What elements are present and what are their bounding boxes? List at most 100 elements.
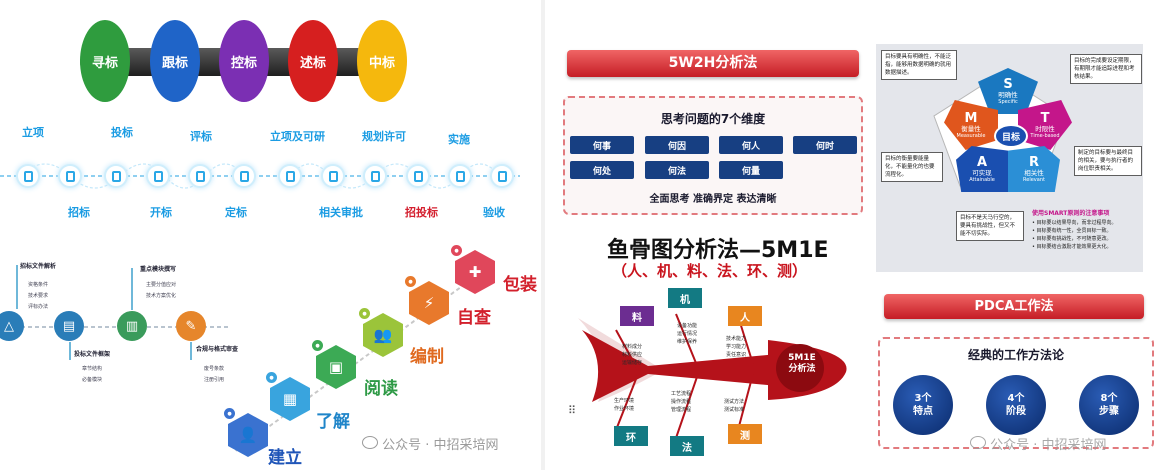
step-item: 评标办法 [28,304,49,310]
smart-segment-m: M 衡量性 Measurable [944,100,998,150]
smart-note-m: 目标的衡量要能量化，不能量化的也要流程化。 [881,152,943,182]
fishbone-cause-label: 测 [728,424,762,444]
document-icon: ▤ [54,311,84,341]
fishbone-head-line: 5M1E [788,353,816,363]
chart-icon: ▥ [117,311,147,341]
segment-en: Time-based [1030,132,1060,139]
w5h2-item: 何量 [719,161,783,179]
w5h2-item: 何人 [719,136,783,154]
w5h2-item: 何处 [570,161,634,179]
w5h2-item: 何因 [645,136,709,154]
segment-cn: 明确性 [998,90,1018,99]
fishbone-head-line: 分析法 [788,364,816,374]
document-icon [328,170,338,182]
mail-icon [370,170,380,182]
bid-doc-line [0,326,230,328]
watermark-left: 公众号 · 中招采培网 [362,434,499,453]
segment-cn: 衡量性 [961,124,981,133]
timeline-line [0,175,520,177]
stair-label: 编制 [410,347,444,367]
step-item: 资格条件 [28,282,49,288]
w5h2-item: 何法 [645,161,709,179]
fishbone-cause-label: 机 [668,288,702,308]
smart-segment-r: R 相关性 Relevant [1008,146,1060,192]
fishbone-note: 运行情况 [677,331,698,337]
segment-letter: R [1028,154,1039,170]
fishbone-note: 运输储存 [622,360,643,366]
oval-bid-follow: 跟标 [150,20,200,102]
stair-label: 自查 [457,308,491,328]
fishbone-diagram [578,313,847,439]
pdca-circle-word: 特点 [913,406,933,417]
smart-tip-text: 目标要有挑战性，不可随意更改。 [1036,236,1112,242]
watermark-text: 公众号 · 中招采培网 [382,438,499,453]
timeline-bottom-label: 定标 [225,206,247,219]
smart-tip-text: 目标要有统一性，全员目标一致。 [1036,228,1112,234]
fishbone-head-label: 5M1E 分析法 [785,353,819,375]
document-icon [23,170,33,182]
segment-en: Specific [998,98,1018,105]
timeline-top-label: 规划许可 [362,130,406,143]
oval-label: 跟标 [161,55,188,71]
drag-handle-icon[interactable]: ⠿ [568,404,577,417]
fishbone-note: 设备功能 [677,323,698,329]
w5h2-item: 何事 [570,136,634,154]
timeline-node [363,164,387,188]
step-item: 注册引用 [204,377,225,383]
step-item: 技术方案优化 [146,293,177,299]
fishbone-title: 鱼骨图分析法—5M1E [607,238,829,263]
oval-label: 控标 [230,55,257,71]
timeline-node [448,164,472,188]
segment-cn: 时限性 [1035,124,1055,133]
step-items: 章节结构 必备模块 [82,364,102,386]
pdca-circle-num: 8个 [1100,393,1118,404]
fishbone-cause-label: 人 [728,306,762,326]
segment-letter: S [1003,76,1013,92]
document-icon [497,170,507,182]
oval-bid-search: 寻标 [80,20,130,102]
fishbone-cause-label: 环 [614,426,648,446]
pdca-circle-num: 4个 [1007,393,1025,404]
timeline-node [16,164,40,188]
watermark-right: 公众号 · 中招采培网 [970,434,1107,453]
stair-dot: ● [312,340,323,351]
fishbone-notes: 工艺流程 操作流程 管理流程 [671,390,691,414]
step-item: 主要分值应对 [146,282,177,288]
stair-dot: ● [405,276,416,287]
fishbone-note: 测试方法 [724,399,745,405]
smart-tip: • 目标要以结果导向，而非过程导向。 [1032,220,1117,226]
grid-icon: ▦ [270,377,310,421]
timeline-node [321,164,345,188]
step-title: 重点模块撰写 [140,266,177,273]
document-icon [455,170,465,182]
fishbone-note: 生产环境 [614,398,635,404]
smart-tip: • 目标要结合激励才能效果更大化。 [1032,244,1112,250]
w5h2-banner: 5W2H分析法 [567,50,859,77]
timeline-bottom-label: 招标 [68,206,90,219]
w5h2-item: 何时 [793,136,857,154]
pdca-circle: 4个 阶段 [986,375,1046,435]
fishbone-note: 测试标准 [724,407,745,413]
w5h2-footer: 全面思考 准确界定 表达清晰 [649,194,777,205]
pdca-circle-word: 步骤 [1099,406,1119,417]
segment-en: Relevant [1023,176,1045,183]
bolt-icon: ⚡ [409,281,449,325]
step-item: 章节结构 [82,366,103,372]
smart-center: 目标 [994,124,1028,148]
pdca-circle-num: 3个 [914,393,932,404]
panel-divider [541,0,545,470]
fishbone-note: 管理流程 [671,407,692,413]
segment-letter: M [964,110,978,126]
step-connector [190,342,192,360]
step-title: 投标文件框架 [74,351,111,358]
smart-tips-title: 使用SMART原则的注意事项 [1032,210,1110,217]
calendar-icon [153,170,163,182]
oval-bid-present: 述标 [288,20,338,102]
calendar-icon [413,170,423,182]
w5h2-box [563,96,863,215]
smart-note-a: 目标不是天马行空的，要具有挑战性，但又不能不切实际。 [956,211,1024,241]
phone-icon [239,170,249,182]
step-connector [131,268,133,310]
user-icon: 👤 [228,413,268,457]
